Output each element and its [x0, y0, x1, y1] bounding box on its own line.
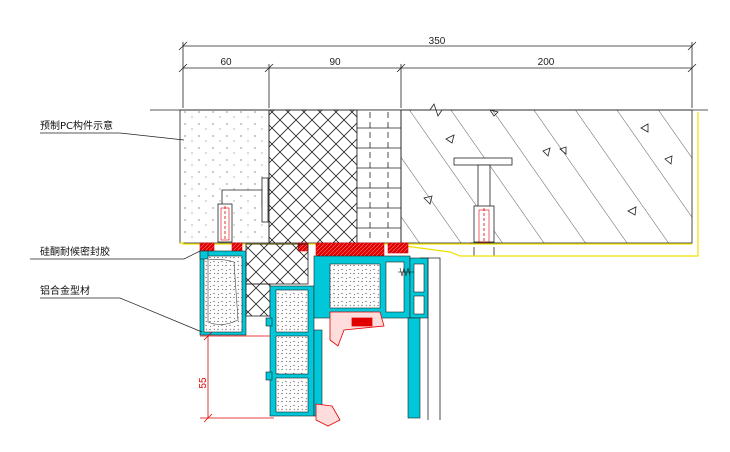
- dimension-lines: [178, 41, 697, 108]
- red-gasket-profiles: [315, 311, 385, 427]
- right-aluminum-sash: [313, 255, 429, 419]
- dim-segment-3-label: 200: [538, 57, 555, 68]
- dim-overall-label: 350: [429, 36, 446, 47]
- leader-lines: [30, 132, 203, 333]
- dim-segment-1-label: 60: [220, 57, 232, 68]
- vertical-dimension-55: [200, 331, 274, 423]
- label-aluminum-profile: 铝合金型材: [40, 284, 90, 297]
- middle-aluminum-frame: [265, 285, 323, 417]
- right-anchor-bracket: [453, 157, 513, 256]
- glass-edge-lines: [420, 257, 441, 420]
- vertical-dimension-label: 55: [198, 377, 209, 389]
- dim-segment-2-label: 90: [329, 57, 341, 68]
- precast-wall-section: [179, 109, 693, 244]
- insulation-fill-block: [245, 243, 309, 317]
- label-silicone-sealant: 硅酮耐候密封胶: [40, 245, 110, 258]
- left-anchor-bracket: [217, 177, 269, 243]
- label-precast-component: 预制PC构件示意: [40, 119, 113, 132]
- screw-icon: [398, 267, 414, 277]
- yellow-boundary-line: [180, 112, 699, 257]
- left-aluminum-frame: [199, 250, 247, 336]
